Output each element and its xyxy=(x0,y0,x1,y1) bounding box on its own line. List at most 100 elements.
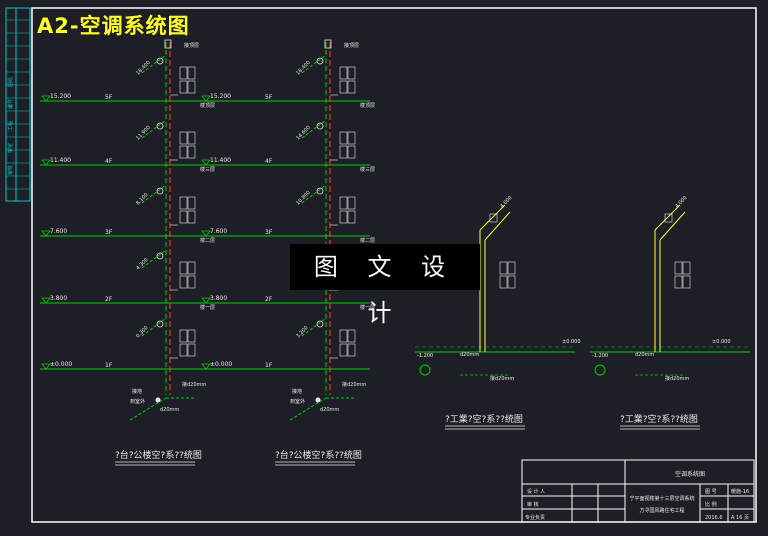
branch-pipe xyxy=(141,184,167,204)
elevation-label: 15.200 xyxy=(50,93,71,100)
unit-box xyxy=(347,343,356,357)
unit-box xyxy=(339,210,348,224)
tb-sheet: A 16 页 xyxy=(731,515,749,521)
branch-pipe xyxy=(301,119,327,139)
unit-box xyxy=(347,210,356,224)
unit-box xyxy=(339,329,348,343)
yellow-diagonal xyxy=(484,211,511,241)
bottom-note: 接d20mm xyxy=(182,381,206,388)
level-label: 楼二层 xyxy=(200,237,215,244)
elevation-marker xyxy=(41,95,51,102)
unit-box xyxy=(347,329,356,343)
unit-box xyxy=(347,66,356,80)
floor-label: 1F xyxy=(265,362,273,369)
strip-border xyxy=(5,7,31,202)
unit-box xyxy=(187,131,196,145)
unit-box xyxy=(347,131,356,145)
strip-label: 图纸 xyxy=(7,77,14,87)
system-caption: ?台?公楼空?系??统图 xyxy=(275,449,362,461)
title-block-border xyxy=(521,459,755,523)
elevation-marker xyxy=(201,363,211,370)
branch-pipe xyxy=(141,249,167,269)
unit-box xyxy=(489,213,498,223)
unit-box xyxy=(339,80,348,94)
branch-pipe xyxy=(301,317,327,337)
small-elev-right: ±0.000 xyxy=(562,339,581,345)
unit-box xyxy=(179,343,188,357)
small-pipe-label: d20mm xyxy=(460,352,479,358)
small-caption: ?工業?空?系??统图 xyxy=(445,413,523,425)
outer-border xyxy=(31,7,757,523)
unit-box xyxy=(187,210,196,224)
small-pipe-label: d20mm xyxy=(635,352,654,358)
unit-box xyxy=(507,275,516,289)
unit-box xyxy=(187,196,196,210)
level-label: 楼顶层 xyxy=(360,102,375,109)
elevation-label: 3.800 xyxy=(210,295,227,302)
tb-no-label: 图 号 xyxy=(705,489,717,495)
branch-pipe xyxy=(301,54,327,74)
elevation-label: ±0.000 xyxy=(50,361,72,368)
unit-box xyxy=(347,196,356,210)
unit-box xyxy=(179,275,188,289)
unit-box xyxy=(187,261,196,275)
unit-box xyxy=(179,145,188,159)
elevation-marker xyxy=(41,297,51,304)
level-label: 楼三层 xyxy=(360,166,375,173)
floor-label: 3F xyxy=(105,229,113,236)
yellow-diagonal xyxy=(479,204,506,231)
branch-pipe xyxy=(141,317,167,337)
top-label: 接顶层 xyxy=(184,42,199,49)
unit-box xyxy=(682,275,691,289)
unit-box xyxy=(179,80,188,94)
level-label: 楼顶层 xyxy=(200,102,215,109)
valve-symbol xyxy=(156,252,164,260)
unit-box xyxy=(339,66,348,80)
valve-symbol xyxy=(156,187,164,195)
elevation-label: 11.400 xyxy=(210,157,231,164)
yellow-diagonal xyxy=(654,204,681,231)
elevation-label: 7.600 xyxy=(50,228,67,235)
valve-symbol xyxy=(316,122,324,130)
valve-symbol xyxy=(316,320,324,328)
small-pipe-label: 接d20mm xyxy=(490,375,514,382)
system-caption: ?台?公楼空?系??统图 xyxy=(115,449,202,461)
tb-no-value: 暖施-16 xyxy=(731,488,749,495)
tb-ratio-label: 比 例 xyxy=(705,501,717,508)
strip-label: 审核 xyxy=(7,165,14,175)
unit-box xyxy=(339,343,348,357)
floor-label: 1F xyxy=(105,362,113,369)
valve-symbol xyxy=(316,57,324,65)
unit-box xyxy=(674,275,683,289)
unit-box xyxy=(187,80,196,94)
tb-date: 2016.6 xyxy=(705,515,723,521)
small-elev-low: -1.200 xyxy=(417,353,433,359)
elevation-marker xyxy=(201,230,211,237)
elevation-marker xyxy=(41,159,51,166)
unit-box xyxy=(187,66,196,80)
unit-box xyxy=(179,131,188,145)
elevation-marker xyxy=(201,159,211,166)
bottom-note: 到室外 xyxy=(290,398,305,405)
level-label: 楼二层 xyxy=(360,237,375,244)
elevation-label: 15.200 xyxy=(210,93,231,100)
unit-box xyxy=(187,275,196,289)
tb-project2: 方寻国风路住宅工程 xyxy=(639,507,684,514)
unit-box xyxy=(682,261,691,275)
drawing-title: A2-空调系统图 xyxy=(37,14,190,38)
top-valve xyxy=(324,39,332,49)
floor-label: 5F xyxy=(105,94,113,101)
branch-pipe xyxy=(301,184,327,204)
small-pipe-label: 接d20mm xyxy=(665,375,689,382)
elevation-marker xyxy=(201,95,211,102)
small-elev-right: ±0.000 xyxy=(712,339,731,345)
branch-pipe xyxy=(141,54,167,74)
unit-box xyxy=(179,261,188,275)
elevation-marker xyxy=(201,297,211,304)
floor-label: 4F xyxy=(105,158,113,165)
elevation-label: 3.800 xyxy=(50,295,67,302)
unit-box xyxy=(179,210,188,224)
